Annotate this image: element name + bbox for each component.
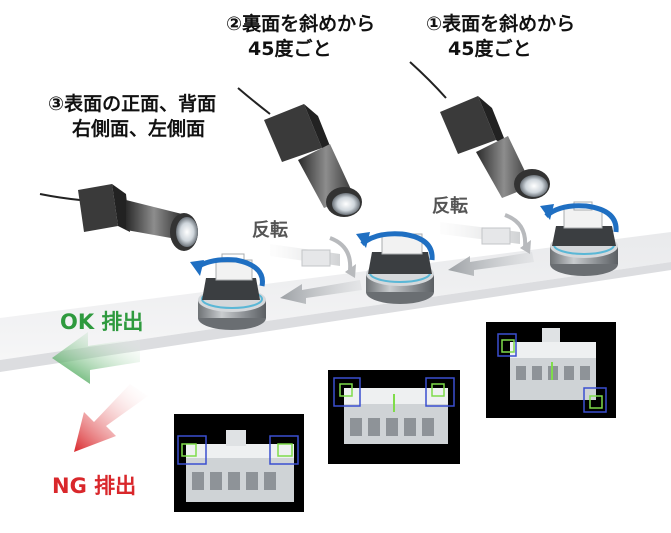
inspection-image-2 xyxy=(328,370,460,464)
conveyor-arrow-icon xyxy=(280,252,534,304)
camera3-label-line2: 右側面、左側面 xyxy=(72,118,206,140)
ng-discharge-label: NG 排出 xyxy=(52,474,137,498)
camera1-label-line2: 45度ごと xyxy=(448,38,532,60)
rotation-arrow-icon xyxy=(544,203,619,233)
camera1-label-line1: ①表面を斜めから xyxy=(426,13,576,35)
flip-label-1: 反転 xyxy=(432,196,468,217)
flip-label-2: 反転 xyxy=(252,220,288,241)
ok-discharge-label: OK 排出 xyxy=(60,310,144,334)
camera1-label: ①表面を斜めから 45度ごと xyxy=(426,12,575,62)
inspection-image-3 xyxy=(174,414,304,512)
camera3-label: ③表面の正面、背面 右側面、左側面 xyxy=(48,92,216,142)
ok-arrow-icon xyxy=(52,332,140,384)
rotation-arrow-icon xyxy=(360,231,435,261)
station-2 xyxy=(356,231,435,304)
camera-icon xyxy=(409,61,550,199)
camera2-label: ②裏面を斜めから 45度ごと xyxy=(226,12,375,62)
flip-gripper-icon xyxy=(270,236,356,278)
camera2-label-line1: ②裏面を斜めから xyxy=(226,13,376,35)
station-1 xyxy=(540,201,619,276)
camera2-label-line2: 45度ごと xyxy=(248,38,332,60)
station-3 xyxy=(190,253,266,330)
camera-icon xyxy=(39,184,198,251)
inspection-image-1 xyxy=(486,322,616,418)
camera3-label-line1: ③表面の正面、背面 xyxy=(48,93,217,115)
rotation-arrow-icon xyxy=(194,257,265,287)
ng-arrow-icon xyxy=(74,384,148,452)
camera-icon xyxy=(237,87,362,217)
flip-gripper-icon xyxy=(440,213,531,254)
